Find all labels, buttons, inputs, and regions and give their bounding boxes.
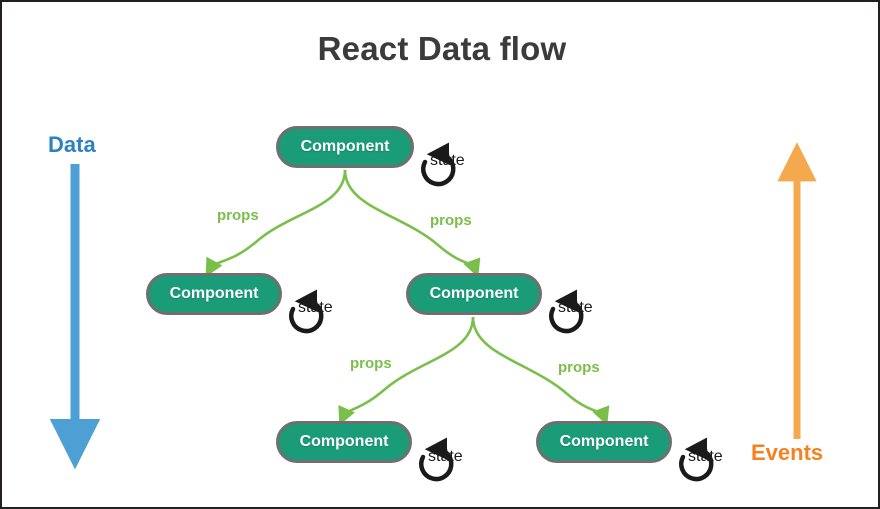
component-node-leaf-right[interactable]: Component (536, 421, 672, 463)
state-loop-leaf-left (419, 437, 454, 482)
state-label-leaf-left: state (428, 448, 463, 465)
edge-root-to-child-right (343, 169, 481, 278)
state-label-child-right: state (558, 299, 593, 316)
props-label-root-to-child-right: props (430, 212, 472, 229)
state-label-leaf-right: state (688, 448, 723, 465)
state-label-root: state (430, 152, 465, 169)
component-node-child-left[interactable]: Component (146, 273, 282, 315)
props-edges (205, 169, 610, 426)
state-loop-child-left (289, 289, 324, 334)
state-loop-leaf-right (679, 437, 714, 482)
edge-root-to-child-left (205, 169, 347, 277)
events-axis-label: Events (751, 440, 824, 465)
state-loop-icons (289, 142, 714, 482)
state-label-child-left: state (298, 299, 333, 316)
state-loop-root (421, 142, 456, 187)
state-loop-child-right (549, 289, 584, 334)
component-node-root[interactable]: Component (276, 126, 414, 168)
props-label-child-right-to-leaf-left: props (350, 355, 392, 372)
props-label-child-right-to-leaf-right: props (558, 359, 600, 376)
edge-child-right-to-leaf-left (338, 316, 475, 426)
component-node-child-right[interactable]: Component (406, 273, 542, 315)
edge-child-right-to-leaf-right (471, 316, 610, 426)
page-title: React Data flow (317, 30, 567, 67)
component-node-leaf-left[interactable]: Component (276, 421, 412, 463)
data-axis-label: Data (48, 132, 96, 157)
props-label-root-to-child-left: props (217, 207, 259, 224)
